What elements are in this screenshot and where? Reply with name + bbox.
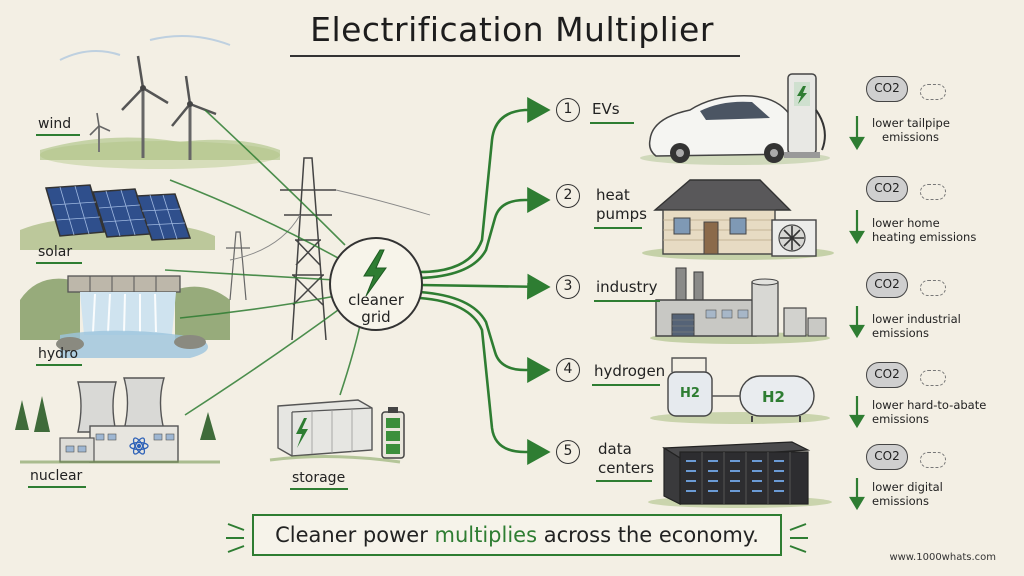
co2-cloud-icon: CO2 (866, 76, 908, 102)
effect-hydrogen-line2: emissions (872, 412, 929, 426)
source-underline-storage (290, 488, 348, 490)
storage-illustration (269, 399, 405, 464)
tagline-post: across the economy. (537, 523, 759, 547)
effect-hydrogen: lower hard-to-abate emissions (872, 398, 986, 426)
dest-label-evs-line1: EVs (592, 100, 620, 118)
hub-label-line2: grid (361, 308, 391, 326)
effect-evs-line2: emissions (882, 130, 939, 144)
dest-label-heat-pumps: heat pumps (596, 186, 647, 224)
dest-label-hydrogen: hydrogen (594, 362, 665, 381)
source-label-wind: wind (38, 116, 72, 132)
dest-number-5: 5 (556, 440, 580, 464)
small-cloud-icon (920, 84, 946, 100)
co2-cloud-icon: CO2 (866, 362, 908, 388)
small-cloud-icon (920, 280, 946, 296)
solar-illustration (20, 184, 215, 250)
effect-heat-pumps-line2: heating emissions (872, 230, 977, 244)
dest-label-data-centers: data centers (598, 440, 654, 478)
effect-data-centers: lower digital emissions (872, 480, 943, 508)
hydro-illustration (20, 275, 230, 358)
hub-label: cleaner grid (336, 292, 416, 326)
effect-industry-line2: emissions (872, 326, 929, 340)
co2-cloud-icon: CO2 (866, 176, 908, 202)
dest-number-1: 1 (556, 98, 580, 122)
dest-label-heat-pumps-line2: pumps (596, 205, 647, 223)
small-cloud-icon (920, 452, 946, 468)
small-cloud-icon (920, 184, 946, 200)
dest-number-4: 4 (556, 358, 580, 382)
effect-evs: lower tailpipe emissions (872, 116, 950, 144)
effect-industry: lower industrial emissions (872, 312, 961, 340)
hydrogen-illustration (650, 357, 830, 424)
dest-underline-data-centers (596, 480, 652, 482)
effect-industry-line1: lower industrial (872, 312, 961, 326)
footer-url: www.1000whats.com (889, 552, 996, 563)
dest-underline-industry (594, 300, 660, 302)
dest-underline-heat-pumps (594, 227, 642, 229)
dest-underline-evs (590, 122, 634, 124)
dest-label-industry-line1: industry (596, 278, 658, 296)
server-rack-illustration (648, 441, 832, 508)
ev-illustration (640, 73, 830, 165)
effect-data-centers-line2: emissions (872, 494, 929, 508)
atom-icon (129, 437, 149, 455)
dest-label-evs: EVs (592, 100, 620, 119)
source-label-hydro: hydro (38, 346, 79, 362)
source-underline-solar (36, 262, 82, 264)
house-illustration (642, 179, 834, 260)
storage-lightning-icon (296, 418, 308, 448)
lightning-bolt-icon (363, 249, 387, 297)
effect-heat-pumps: lower home heating emissions (872, 216, 976, 244)
tagline-pre: Cleaner power (275, 523, 435, 547)
wind-illustration (40, 35, 280, 169)
charger-lightning-icon (797, 86, 807, 104)
dest-label-data-centers-line1: data (598, 440, 632, 458)
source-underline-nuclear (28, 486, 86, 488)
effect-evs-line1: lower tailpipe (872, 116, 950, 130)
destination-arrows (419, 97, 551, 465)
dest-underline-hydrogen (592, 384, 660, 386)
h2-label-tank-right: H2 (762, 388, 785, 406)
dest-number-3: 3 (556, 275, 580, 299)
fan-icon (780, 226, 804, 250)
effect-heat-pumps-line1: lower home (872, 216, 940, 230)
page-title: Electrification Multiplier (310, 10, 714, 49)
dest-label-heat-pumps-line1: heat (596, 186, 630, 204)
co2-cloud-icon: CO2 (866, 444, 908, 470)
source-label-nuclear: nuclear (30, 468, 83, 484)
tagline: Cleaner power multiplies across the econ… (252, 514, 782, 556)
dest-number-2: 2 (556, 184, 580, 208)
h2-label-tank-left: H2 (680, 386, 700, 401)
effect-hydrogen-line1: lower hard-to-abate (872, 398, 987, 412)
source-underline-wind (36, 134, 80, 136)
grid-hub (329, 237, 423, 331)
dest-label-data-centers-line2: centers (598, 459, 655, 477)
source-connector-lines (164, 109, 363, 416)
factory-illustration (650, 267, 830, 344)
effect-data-centers-line1: lower digital (872, 480, 943, 494)
title-underline (290, 55, 740, 57)
co2-cloud-icon: CO2 (866, 272, 908, 298)
small-cloud-icon (920, 370, 946, 386)
emission-down-arrows (849, 116, 865, 511)
nuclear-illustration (15, 377, 220, 464)
hub-label-line1: cleaner (348, 291, 404, 309)
dest-label-industry: industry (596, 278, 657, 297)
source-label-storage: storage (292, 470, 346, 486)
tagline-decorations (226, 523, 808, 553)
source-label-solar: solar (38, 244, 73, 260)
source-underline-hydro (36, 364, 82, 366)
tagline-accent: multiplies (434, 523, 538, 547)
dest-label-hydrogen-line1: hydrogen (594, 362, 666, 380)
